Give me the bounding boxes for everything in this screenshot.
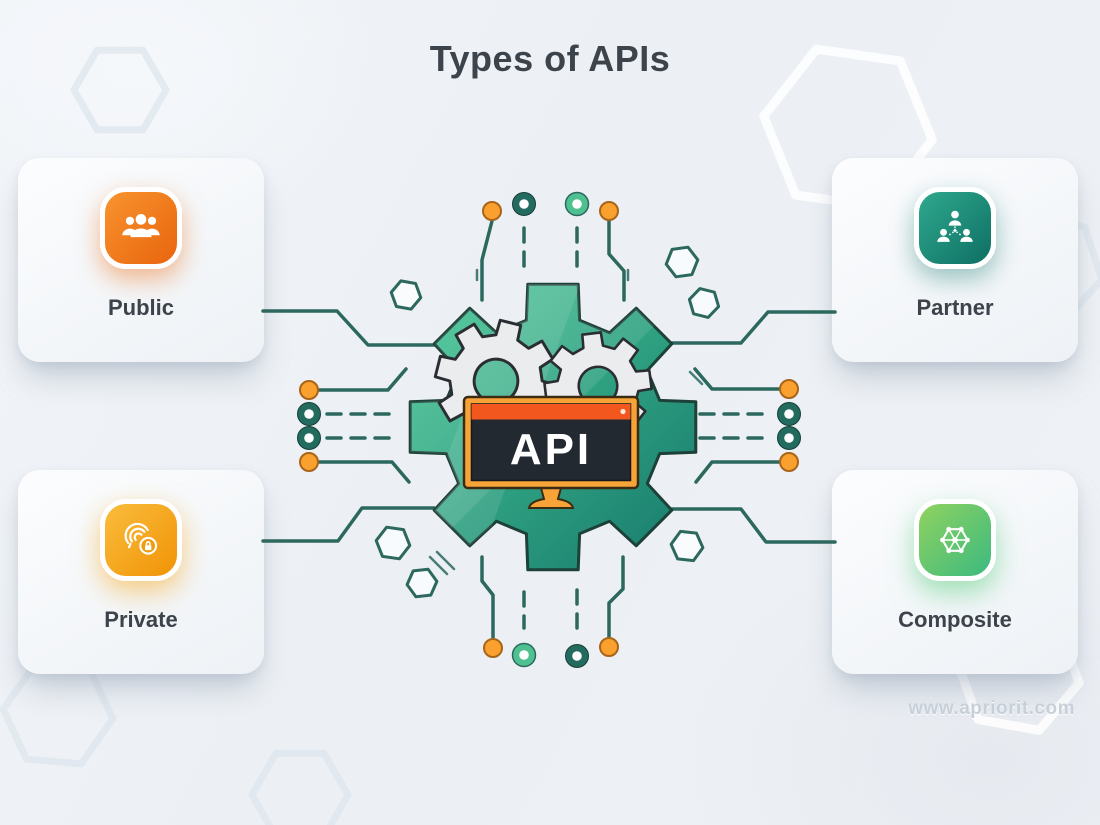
circuit-line (694, 460, 782, 484)
network-hex-icon (940, 526, 970, 554)
node-orange-dot (482, 201, 502, 221)
card-public: Public (18, 158, 264, 362)
api-label: API (510, 425, 592, 474)
circuit-line (316, 367, 408, 392)
circuit-line (316, 460, 411, 484)
node-ring-dark (777, 402, 801, 426)
node-orange-dot (483, 638, 503, 658)
node-ring-dark (565, 644, 589, 668)
circuit-line (480, 219, 494, 302)
card-label-private: Private (104, 607, 178, 632)
composite-api-icon (914, 499, 996, 581)
private-api-icon (100, 499, 182, 581)
hexagon-accent (389, 279, 423, 311)
node-ring-center (784, 433, 794, 443)
circuit-line (261, 309, 436, 347)
gear-sheen (410, 284, 696, 570)
node-ring-center (519, 650, 529, 660)
node-orange-dot (599, 637, 619, 657)
card-label-partner: Partner (916, 295, 994, 320)
node-orange-dot (779, 452, 799, 472)
node-orange-dot (299, 380, 319, 400)
node-ring-dark (512, 192, 536, 216)
node-ring-center (572, 651, 582, 661)
card-partner: Partner (832, 158, 1078, 362)
node-orange-dot (299, 452, 319, 472)
page-title: Types of APIs (429, 38, 671, 79)
sketch-accents (428, 268, 704, 576)
hexagon-accent (664, 245, 700, 279)
card-composite: Composite (832, 470, 1078, 674)
card-label-public: Public (107, 295, 174, 320)
circuit-nodes (297, 191, 801, 668)
circuit-lines (261, 219, 837, 639)
node-ring-dark (297, 426, 321, 450)
hexagon-decoration (0, 660, 117, 768)
circuit-line (607, 555, 625, 639)
circuit-line (670, 310, 837, 345)
gear-icon (408, 282, 698, 572)
node-ring-center (519, 199, 529, 209)
circuit-line (261, 506, 436, 543)
watermark: www.apriorit.com (908, 698, 1075, 719)
monitor-close-dot (620, 408, 626, 415)
monitor-stand (527, 487, 575, 509)
circuit-line (670, 507, 837, 544)
public-api-icon (100, 187, 182, 269)
partner-api-icon (914, 187, 996, 269)
hexagon-accent (669, 529, 705, 563)
node-ring-light (564, 191, 590, 217)
node-ring-center (572, 199, 582, 209)
node-ring-light (511, 642, 537, 668)
node-ring-center (304, 409, 314, 419)
node-orange-dot (779, 379, 799, 399)
hexagon-accent (374, 525, 412, 561)
circuit-line (480, 555, 495, 639)
circuit-line (607, 219, 626, 302)
node-orange-dot (599, 201, 619, 221)
fingerprint-lock-icon (124, 522, 158, 555)
card-label-composite: Composite (898, 607, 1012, 632)
people-group-icon (122, 214, 160, 238)
hexagon-accent (405, 567, 439, 599)
card-private: Private (18, 470, 264, 674)
node-ring-dark (777, 426, 801, 450)
hexagon-accent (687, 287, 721, 319)
circuit-line (693, 367, 782, 391)
hexagon-decoration (248, 749, 352, 825)
node-ring-center (304, 433, 314, 443)
inner-gear-icon (433, 318, 559, 444)
node-ring-dark (297, 402, 321, 426)
hexagon-accents (374, 245, 721, 599)
api-monitor: API (462, 395, 640, 509)
monitor-screen (470, 403, 632, 482)
org-chart-icon (937, 210, 973, 242)
inner-gear-icon (543, 331, 653, 441)
monitor-titlebar (471, 404, 631, 420)
node-ring-center (784, 409, 794, 419)
monitor-frame (462, 395, 640, 490)
